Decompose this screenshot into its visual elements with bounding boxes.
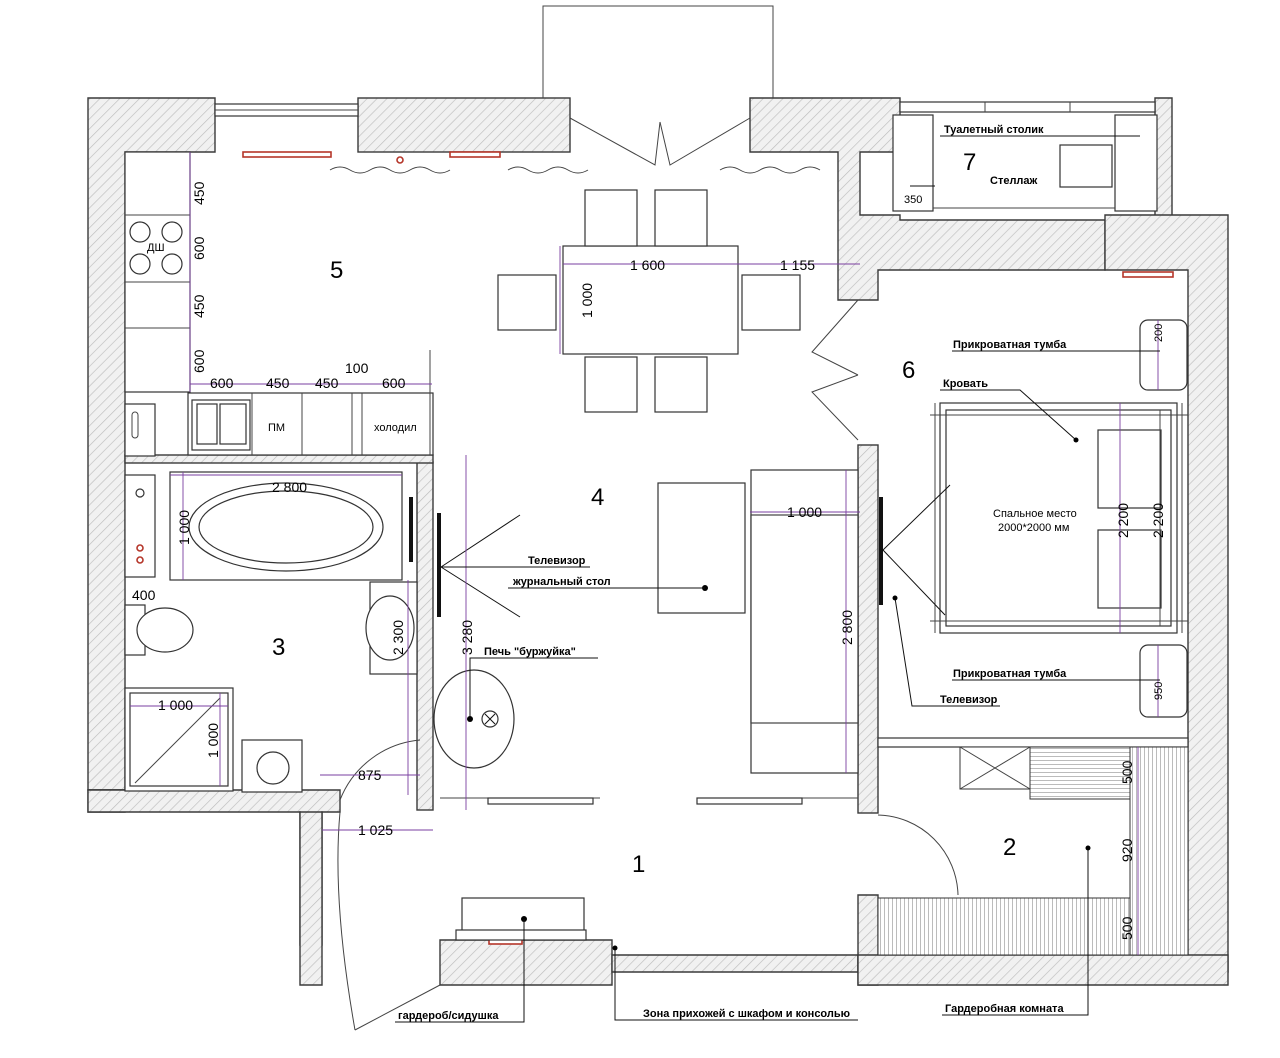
dim-sofa-len: 2 800 [839, 610, 855, 645]
dim-shower-h: 1 000 [205, 723, 221, 758]
label-bed: Кровать [943, 378, 988, 390]
bedroom [811, 299, 1188, 718]
dim-closet-920: 920 [1119, 838, 1135, 862]
label-walkin-closet: Гардеробная комната [945, 1003, 1064, 1015]
room-number-6: 6 [902, 357, 915, 384]
dim-table-h: 1 000 [579, 283, 595, 318]
dim-shower-w: 1 000 [158, 697, 193, 713]
room-number-7: 7 [963, 149, 976, 176]
dim-table-gap: 1 155 [780, 257, 815, 273]
label-bed-size: 2000*2000 мм [998, 522, 1069, 534]
dim-bed-2200b: 2 200 [1150, 503, 1166, 538]
dim-tv-w: 1 000 [787, 504, 822, 520]
walls [87, 5, 1229, 986]
dimension-values: 450 600 450 600 600 450 450 100 600 1 60… [132, 181, 1166, 940]
dim-door-1025: 1 025 [358, 822, 393, 838]
label-wardrobe-bench: гардероб/сидушка [398, 1010, 499, 1022]
washbasin-icon [365, 581, 418, 675]
hallway [455, 897, 587, 941]
dimension-lines [130, 152, 1159, 955]
dining-table [497, 189, 801, 413]
dim-door-875: 875 [358, 767, 382, 783]
dim-table-w: 1 600 [630, 257, 665, 273]
dim-kb450b: 450 [315, 375, 339, 391]
dim-kb100: 100 [345, 360, 369, 376]
dim-bath-lower: 400 [132, 587, 156, 603]
dim-bath-h: 1 000 [176, 510, 192, 545]
dim-bath-w: 2 800 [272, 479, 307, 495]
label-entry-zone: Зона прихожей с шкафом и консолью [643, 1008, 850, 1020]
label-fridge: холодил [374, 422, 417, 434]
label-tv-living: Телевизор [528, 555, 586, 567]
dim-ns-950: 950 [1153, 682, 1165, 700]
dim-k450b: 450 [191, 294, 207, 318]
label-dishwasher: ДШ [147, 242, 165, 254]
label-coffee-table: журнальный стол [512, 576, 611, 588]
annotations: Туалетный столик Стеллаж Прикроватная ту… [147, 124, 1077, 1022]
label-nightstand-bottom: Прикроватная тумба [953, 668, 1067, 680]
toilet-icon [124, 604, 194, 656]
sink-icon [191, 399, 251, 451]
room-number-2: 2 [1003, 834, 1016, 861]
label-rack: Стеллаж [990, 175, 1038, 187]
dim-closet-500a: 500 [1119, 760, 1135, 784]
room-number-4: 4 [591, 484, 604, 511]
walk-in-closet [877, 737, 1189, 956]
label-tv-bedroom: Телевизор [940, 694, 998, 706]
dim-kb600b: 600 [382, 375, 406, 391]
bathroom [124, 471, 441, 1031]
dim-sink-h: 2 300 [390, 620, 406, 655]
stove-icon [433, 669, 515, 769]
label-nightstand-top: Прикроватная тумба [953, 339, 1067, 351]
dim-closet-500b: 500 [1119, 916, 1135, 940]
leader-lines [395, 135, 1160, 1023]
room-number-5: 5 [330, 257, 343, 284]
dim-rack-350: 350 [904, 194, 922, 206]
dim-wall-len: 3 280 [459, 620, 475, 655]
dressing-room [892, 114, 1158, 212]
dim-kb600: 600 [210, 375, 234, 391]
balcony-doors [329, 117, 821, 174]
room-number-1: 1 [632, 851, 645, 878]
label-stove: Печь "буржуйка" [484, 646, 576, 658]
dim-kb450a: 450 [266, 375, 290, 391]
label-vanity: Туалетный столик [944, 124, 1044, 136]
living-room [433, 469, 859, 805]
kitchen [124, 151, 434, 457]
dim-ns-200: 200 [1153, 324, 1165, 342]
label-pm: ПМ [268, 422, 285, 434]
dim-k600a: 600 [191, 236, 207, 260]
dim-k450a: 450 [191, 181, 207, 205]
room-numbers: 1 2 3 4 5 6 7 [272, 149, 1016, 878]
dim-bed-2200a: 2 200 [1115, 503, 1131, 538]
label-bed-place: Спальное место [993, 508, 1077, 520]
dim-k600b: 600 [191, 349, 207, 373]
hob-icon [129, 221, 183, 275]
room-number-3: 3 [272, 634, 285, 661]
